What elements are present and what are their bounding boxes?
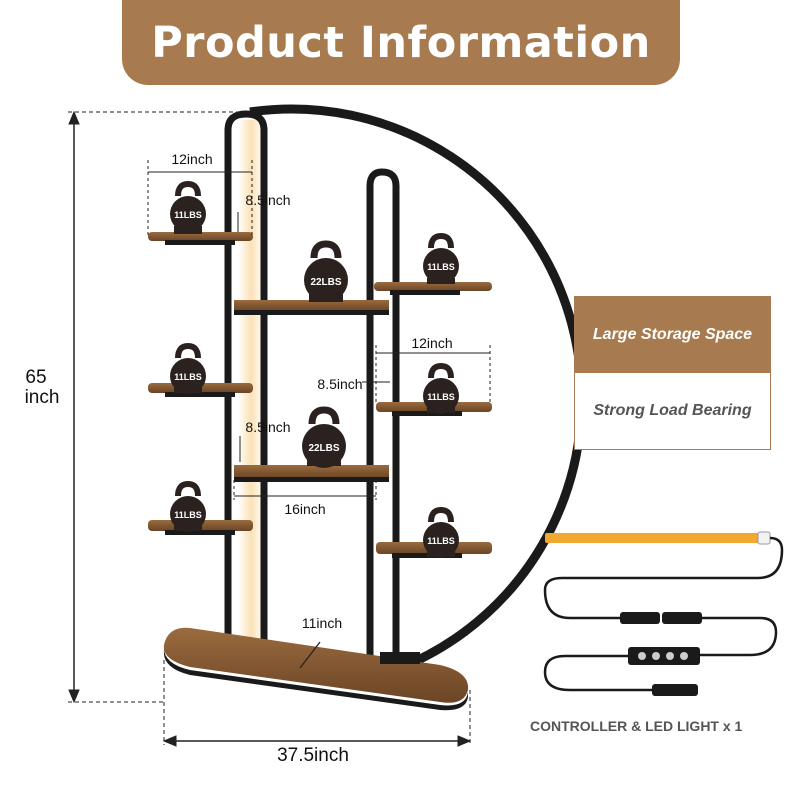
shelf-top-left-under xyxy=(165,240,235,245)
dim-right-spacing-label: 8.5inch xyxy=(317,376,362,392)
dim-top-spacing-label: 8.5inch xyxy=(245,192,290,208)
kettlebell-icon: 11LBS xyxy=(423,362,459,414)
controller-cable xyxy=(700,616,778,657)
dim-height-unit: inch xyxy=(25,387,60,408)
cable-plug-c xyxy=(652,684,698,696)
kettlebell-icon: 11LBS xyxy=(170,480,206,532)
led-cable xyxy=(543,536,784,620)
kettlebell-weight-label: 11LBS xyxy=(174,372,202,382)
shelf-mid-upper xyxy=(234,300,389,311)
shelf-base xyxy=(163,627,469,703)
kettlebell-weight-label: 11LBS xyxy=(427,536,455,546)
controller-button xyxy=(666,652,674,660)
kettlebell-icon: 22LBS xyxy=(302,406,346,468)
title-banner: Product Information xyxy=(122,0,680,85)
controller-button xyxy=(638,652,646,660)
shelf-right-middle-under xyxy=(392,411,462,416)
shelf-top-left xyxy=(148,232,253,241)
dim-width-arrow-right xyxy=(457,735,472,747)
shelf-left-middle-under xyxy=(165,392,235,397)
dim-middle-width-label: 16inch xyxy=(284,501,325,517)
shelf-left-bottom-under xyxy=(165,530,235,535)
dim-height-arrow-top xyxy=(68,110,80,125)
kettlebell-weight-label: 22LBS xyxy=(310,277,341,288)
shelf-mid-lower-edge xyxy=(234,477,389,482)
dim-total-width-label: 37.5inch xyxy=(277,745,349,766)
controller-tail-cable xyxy=(543,654,652,692)
kettlebell-weight-label: 11LBS xyxy=(174,510,202,520)
dim-base-line xyxy=(299,641,321,669)
dim-height-arrow-bottom xyxy=(68,689,80,704)
accessory-caption: CONTROLLER & LED LIGHT x 1 xyxy=(530,718,743,734)
controller-button xyxy=(680,652,688,660)
kettlebell-icon: 11LBS xyxy=(170,342,206,394)
dim-base-label: 11inch xyxy=(302,615,342,631)
shelf-base-edge xyxy=(163,648,468,711)
kettlebell-icon: 11LBS xyxy=(170,180,206,234)
dim-height-value: 65 xyxy=(25,367,46,388)
kettlebell-icon: 11LBS xyxy=(423,232,459,284)
led-strip xyxy=(545,533,760,543)
shelf-mid-upper-edge xyxy=(234,310,389,315)
dim-right-width-label: 12inch xyxy=(411,335,452,351)
dimension-lines xyxy=(68,110,491,747)
controller-box xyxy=(628,647,700,665)
shelf-right-post xyxy=(366,168,400,670)
feature-box: Large Storage Space Strong Load Bearing xyxy=(574,296,771,450)
kettlebell-icon: 11LBS xyxy=(423,506,459,558)
shelf-left-post xyxy=(224,110,268,640)
cable-plug-b xyxy=(662,612,702,624)
led-glow xyxy=(238,120,264,640)
arc-foot xyxy=(380,652,420,664)
led-strip-connector xyxy=(757,531,771,545)
kettlebell-weight-label: 22LBS xyxy=(308,443,339,454)
dim-top-width-label: 12inch xyxy=(171,151,212,167)
kettlebell-icon: 22LBS xyxy=(304,240,348,302)
controller-button xyxy=(652,652,660,660)
cable-plug-a xyxy=(620,612,660,624)
kettlebell-weight-label: 11LBS xyxy=(427,392,455,402)
shelf-arc-frame xyxy=(249,104,587,673)
dim-middle-spacing-label: 8.5inch xyxy=(245,419,290,435)
dim-width-arrow-left xyxy=(162,735,177,747)
feature-large-storage: Large Storage Space xyxy=(575,297,770,373)
kettlebell-weight-label: 11LBS xyxy=(427,262,455,272)
led-kit-illustration xyxy=(543,531,784,696)
kettlebell-weight-label: 11LBS xyxy=(174,210,202,220)
shelf-mid-lower xyxy=(234,465,389,478)
shelf-right-top-under xyxy=(390,290,460,295)
feature-strong-load: Strong Load Bearing xyxy=(575,373,770,449)
shelf-right-top xyxy=(374,282,492,291)
banner-title: Product Information xyxy=(151,17,651,68)
shelves xyxy=(148,232,492,711)
